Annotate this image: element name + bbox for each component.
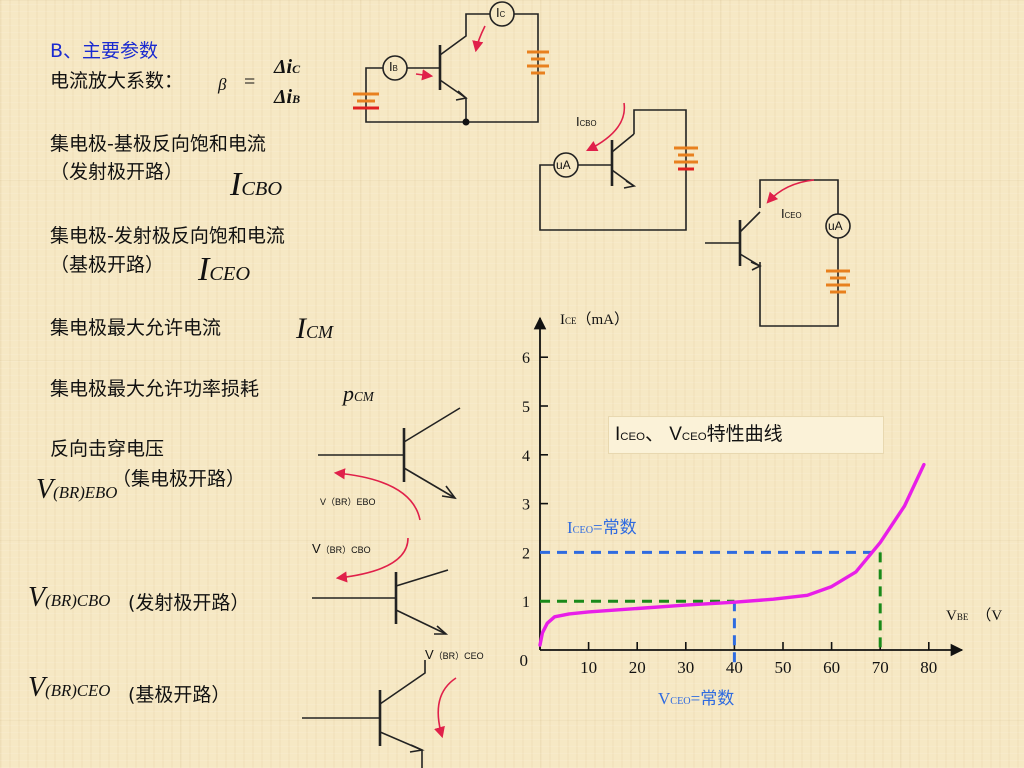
icbo-circuit bbox=[539, 109, 687, 231]
delta-ib: ΔiB bbox=[274, 86, 301, 108]
microammeter-label: uA bbox=[828, 219, 843, 233]
icbo-current-label: ICBO bbox=[576, 114, 597, 129]
icbo-symbol: ICBO bbox=[230, 166, 283, 203]
pcm-label: 集电极最大允许功率损耗 bbox=[50, 378, 260, 400]
x-axis-label: VBE（V bbox=[946, 608, 1003, 624]
origin-label: 0 bbox=[520, 651, 529, 670]
x-tick-label: 60 bbox=[823, 658, 840, 677]
ebo-note: （集电极开路） bbox=[112, 468, 246, 490]
y-tick-label: 3 bbox=[522, 497, 530, 514]
ceo-note: (基极开路） bbox=[128, 684, 231, 706]
vbr-cbo-symbol: V(BR)CBO bbox=[28, 582, 111, 613]
icbo-label-line2: （发射极开路） bbox=[50, 161, 184, 183]
icm-symbol: ICM bbox=[296, 312, 333, 345]
cbo-note: (发射极开路） bbox=[128, 592, 250, 614]
beta-symbol: β bbox=[218, 75, 227, 94]
cbo-transistor bbox=[312, 569, 449, 635]
vceo-small-label: V（BR）CEO bbox=[425, 647, 484, 662]
x-tick-label: 10 bbox=[580, 658, 597, 677]
x-tick-label: 20 bbox=[629, 658, 646, 677]
breakdown-label: 反向击穿电压 bbox=[50, 438, 165, 460]
vebo-small-label: V（BR）EBO bbox=[320, 497, 376, 507]
x-tick-label: 80 bbox=[920, 658, 937, 677]
icbo-label-line1: 集电极-基极反向饱和电流 bbox=[50, 133, 266, 155]
characteristic-curve bbox=[538, 462, 926, 647]
iceo-label-line2: （基极开路） bbox=[50, 254, 165, 276]
battery-icon bbox=[527, 50, 549, 75]
iceo-label-line1: 集电极-发射极反向饱和电流 bbox=[50, 225, 285, 247]
vceo-const-annotation: VCEO=常数 bbox=[658, 689, 735, 708]
ib-meter-label: IB bbox=[389, 59, 398, 74]
y-tick-label: 6 bbox=[522, 350, 530, 367]
icm-label: 集电极最大允许电流 bbox=[50, 317, 222, 339]
x-tick-label: 70 bbox=[872, 658, 889, 677]
vbr-ceo-symbol: V(BR)CEO bbox=[28, 672, 111, 703]
vcbo-small-label: V（BR）CBO bbox=[312, 541, 371, 556]
pcm-symbol: pCM bbox=[343, 381, 374, 406]
beta-circuit bbox=[365, 1, 539, 123]
iceo-const-annotation: ICEO=常数 bbox=[567, 518, 637, 537]
delta-ic: ΔiC bbox=[274, 56, 301, 78]
x-tick-label: 30 bbox=[677, 658, 694, 677]
microammeter-label: uA bbox=[556, 158, 571, 172]
vbr-ebo-symbol: V(BR)EBO bbox=[36, 474, 118, 505]
battery-icon bbox=[353, 92, 379, 103]
iceo-current-label: ICEO bbox=[781, 206, 802, 221]
y-tick-label: 5 bbox=[522, 399, 530, 416]
y-tick-label: 2 bbox=[522, 545, 530, 562]
current-gain-label: 电流放大系数： bbox=[50, 70, 184, 92]
section-heading: B、主要参数 bbox=[50, 40, 159, 62]
equals-sign: = bbox=[244, 71, 256, 93]
ceo-transistor bbox=[302, 660, 426, 768]
x-tick-label: 50 bbox=[775, 658, 792, 677]
y-tick-label: 4 bbox=[522, 448, 530, 465]
iceo-symbol: ICEO bbox=[198, 251, 251, 288]
ic-meter-label: IC bbox=[496, 5, 506, 20]
y-tick-label: 1 bbox=[522, 594, 530, 611]
ebo-transistor bbox=[318, 407, 461, 499]
chart-title: ICEO、 VCEO特性曲线 bbox=[608, 416, 884, 454]
y-axis-label: ICE（mA） bbox=[560, 312, 630, 328]
x-tick-label: 40 bbox=[726, 658, 743, 677]
